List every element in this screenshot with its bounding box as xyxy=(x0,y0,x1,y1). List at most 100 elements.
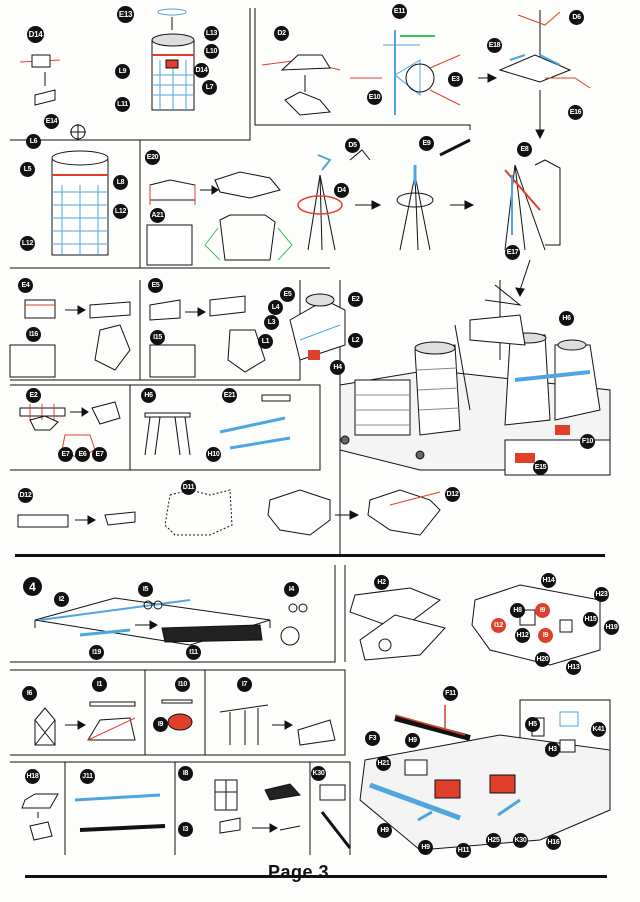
ship-deck-drawing xyxy=(359,705,611,851)
funnel-upper-drawing xyxy=(19,8,195,111)
part-label-E2: E2 xyxy=(26,388,41,403)
part-label-I10: I10 xyxy=(175,677,190,692)
part-label-I3: I3 xyxy=(178,822,193,837)
part-label-F3: F3 xyxy=(365,731,380,746)
part-label-E10: E10 xyxy=(367,90,382,105)
part-label-L2: L2 xyxy=(348,333,363,348)
row5-parts xyxy=(17,489,441,536)
part-label-L7: L7 xyxy=(202,80,217,95)
part-label-L9: L9 xyxy=(115,64,130,79)
part-label-H5: H5 xyxy=(525,717,540,732)
row3-parts xyxy=(9,293,346,378)
part-label-E4: E4 xyxy=(18,278,33,293)
part-label-I1: I1 xyxy=(92,677,107,692)
step-number-badge: 4 xyxy=(23,577,42,596)
part-label-E14: E14 xyxy=(44,114,59,129)
part-label-H14: H14 xyxy=(541,573,556,588)
bridge-base-drawing xyxy=(146,171,293,266)
part-label-H2: H2 xyxy=(374,575,389,590)
part-label-H19: H19 xyxy=(604,620,619,635)
part-label-E20: E20 xyxy=(145,150,160,165)
part-label-D14: D14 xyxy=(27,26,44,43)
part-label-I8: I8 xyxy=(178,766,193,781)
part-label-H12: H12 xyxy=(515,628,530,643)
part-label-I7: I7 xyxy=(237,677,252,692)
part-label-I9: I9 xyxy=(153,717,168,732)
part-label-A21: A21 xyxy=(150,208,165,223)
part-label-I5: I5 xyxy=(138,582,153,597)
part-label-H20: H20 xyxy=(535,652,550,667)
part-label-D4: D4 xyxy=(334,183,349,198)
part-label-H16: H16 xyxy=(546,835,561,850)
part-label-L12a: L12 xyxy=(113,204,128,219)
part-label-D5: D5 xyxy=(345,138,360,153)
part-label-L11: L11 xyxy=(115,97,130,112)
part-label-D12b: D12 xyxy=(445,487,460,502)
part-label-E8: E8 xyxy=(517,142,532,157)
part-label-K41: K41 xyxy=(591,722,606,737)
part-label-L12b: L12 xyxy=(20,236,35,251)
part-label-H13: H13 xyxy=(566,660,581,675)
part-label-L8: L8 xyxy=(113,175,128,190)
page-label: Page 3 xyxy=(268,862,330,882)
part-label-H9b: H9 xyxy=(377,823,392,838)
part-label-E6: E6 xyxy=(75,447,90,462)
part-label-E9: E9 xyxy=(419,136,434,151)
part-label-I15: I15 xyxy=(150,330,165,345)
part-label-L6: L6 xyxy=(26,134,41,149)
part-label-I16: I16 xyxy=(26,327,41,342)
mast-top-right xyxy=(498,10,591,140)
part-label-L10: L10 xyxy=(204,44,219,59)
part-label-K30: K30 xyxy=(311,766,326,781)
part-label-H18: H18 xyxy=(25,769,40,784)
part-label-E15: E15 xyxy=(533,460,548,475)
part-label-I12: I12 xyxy=(491,618,506,633)
bottom-row-parts xyxy=(21,779,352,849)
part-label-H3: H3 xyxy=(545,742,560,757)
part-label-H11: H11 xyxy=(456,843,471,858)
part-label-I19: I19 xyxy=(89,645,104,660)
panel-frames xyxy=(10,8,611,855)
funnel-lower-drawing xyxy=(51,124,109,256)
part-label-D2: D2 xyxy=(274,26,289,41)
part-label-H25: H25 xyxy=(486,833,501,848)
part-label-E13: E13 xyxy=(117,6,134,23)
part-label-E7a: E7 xyxy=(58,447,73,462)
part-label-L5: L5 xyxy=(20,162,35,177)
part-label-I9b: I9 xyxy=(538,628,553,643)
part-label-E17: E17 xyxy=(505,245,520,260)
part-label-I9a: I9 xyxy=(535,603,550,618)
part-label-H10: H10 xyxy=(206,447,221,462)
part-label-H4: H4 xyxy=(330,360,345,375)
superstructure-drawing xyxy=(339,259,611,476)
part-label-K30b: K30 xyxy=(513,833,528,848)
part-label-L4: L4 xyxy=(268,300,283,315)
part-label-I2: I2 xyxy=(54,592,69,607)
tripod-drawings xyxy=(297,138,561,251)
part-label-L13: L13 xyxy=(204,26,219,41)
part-label-H8: H8 xyxy=(510,603,525,618)
part-label-E2b: E2 xyxy=(348,292,363,307)
part-label-D12: D12 xyxy=(18,488,33,503)
part-label-E3: E3 xyxy=(448,72,463,87)
part-label-E7b: E7 xyxy=(92,447,107,462)
part-label-E5: E5 xyxy=(148,278,163,293)
part-label-I11: I11 xyxy=(186,645,201,660)
part-label-E18: E18 xyxy=(487,38,502,53)
part-label-H6: H6 xyxy=(141,388,156,403)
part-label-H15: H15 xyxy=(583,612,598,627)
part-label-E21: E21 xyxy=(222,388,237,403)
part-label-E11: E11 xyxy=(392,4,407,19)
step4-parts xyxy=(34,584,601,666)
part-label-H9c: H9 xyxy=(418,840,433,855)
part-label-J11: J11 xyxy=(80,769,95,784)
part-label-L1: L1 xyxy=(258,334,273,349)
part-label-D14b: D14 xyxy=(194,63,209,78)
small-parts-row xyxy=(34,699,336,746)
part-label-H9a: H9 xyxy=(405,733,420,748)
mast-parts-top xyxy=(261,30,498,116)
part-label-H21: H21 xyxy=(376,756,391,771)
part-label-D6: D6 xyxy=(569,10,584,25)
